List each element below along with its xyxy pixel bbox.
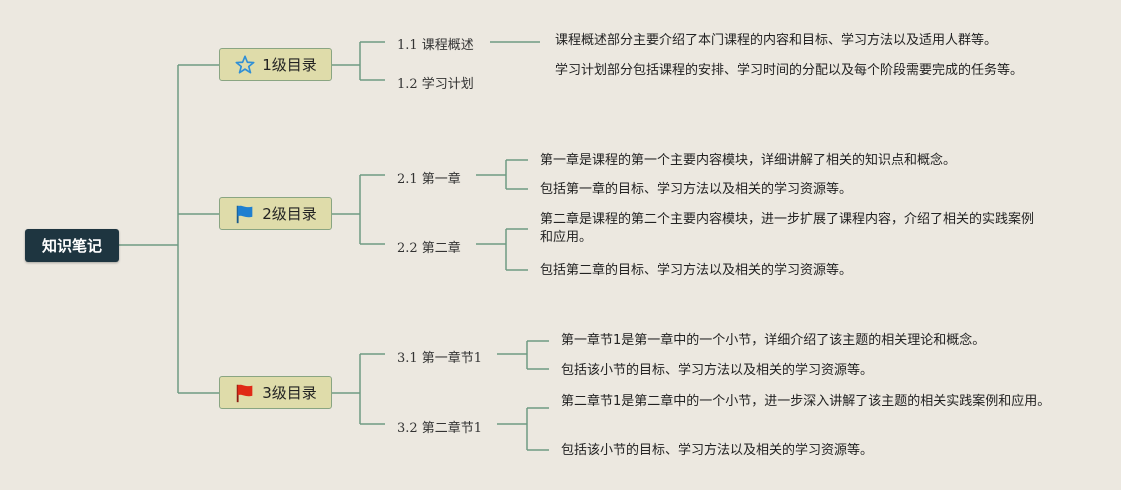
- level1-label: 2级目录: [262, 205, 317, 223]
- level1-label: 3级目录: [262, 384, 317, 402]
- level2-node-2-2[interactable]: 2.2 第二章: [397, 241, 461, 256]
- leaf-note[interactable]: 学习计划部分包括课程的安排、学习时间的分配以及每个阶段需要完成的任务等。: [555, 63, 1024, 78]
- root-node[interactable]: 知识笔记: [25, 229, 119, 262]
- level2-node-2-1[interactable]: 2.1 第一章: [397, 172, 461, 187]
- blue-flag-icon: [234, 203, 256, 225]
- red-flag-icon: [234, 382, 256, 404]
- leaf-note[interactable]: 包括第一章的目标、学习方法以及相关的学习资源等。: [540, 182, 853, 197]
- root-label: 知识笔记: [41, 237, 102, 255]
- level1-label: 1级目录: [262, 56, 317, 74]
- level1-node-1[interactable]: 1级目录: [219, 48, 332, 81]
- leaf-note[interactable]: 课程概述部分主要介绍了本门课程的内容和目标、学习方法以及适用人群等。: [555, 33, 998, 48]
- leaf-note[interactable]: 包括该小节的目标、学习方法以及相关的学习资源等。: [561, 363, 874, 378]
- leaf-note[interactable]: 包括第二章的目标、学习方法以及相关的学习资源等。: [540, 263, 853, 278]
- leaf-note[interactable]: 第二章是课程的第二个主要内容模块，进一步扩展了课程内容，介绍了相关的实践案例和应…: [540, 212, 1035, 245]
- level1-node-3[interactable]: 3级目录: [219, 376, 332, 409]
- level2-node-3-1[interactable]: 3.1 第一章节1: [397, 351, 483, 366]
- level2-node-1-1[interactable]: 1.1 课程概述: [397, 38, 474, 53]
- level2-node-1-2[interactable]: 1.2 学习计划: [397, 77, 474, 92]
- leaf-note[interactable]: 第一章节1是第一章中的一个小节，详细介绍了该主题的相关理论和概念。: [561, 333, 986, 348]
- leaf-note[interactable]: 包括该小节的目标、学习方法以及相关的学习资源等。: [561, 443, 874, 458]
- level1-node-2[interactable]: 2级目录: [219, 197, 332, 230]
- leaf-note[interactable]: 第二章节1是第二章中的一个小节，进一步深入讲解了该主题的相关实践案例和应用。: [561, 394, 1051, 409]
- star-icon: [234, 54, 256, 76]
- leaf-note[interactable]: 第一章是课程的第一个主要内容模块，详细讲解了相关的知识点和概念。: [540, 153, 957, 168]
- level2-node-3-2[interactable]: 3.2 第二章节1: [397, 421, 483, 436]
